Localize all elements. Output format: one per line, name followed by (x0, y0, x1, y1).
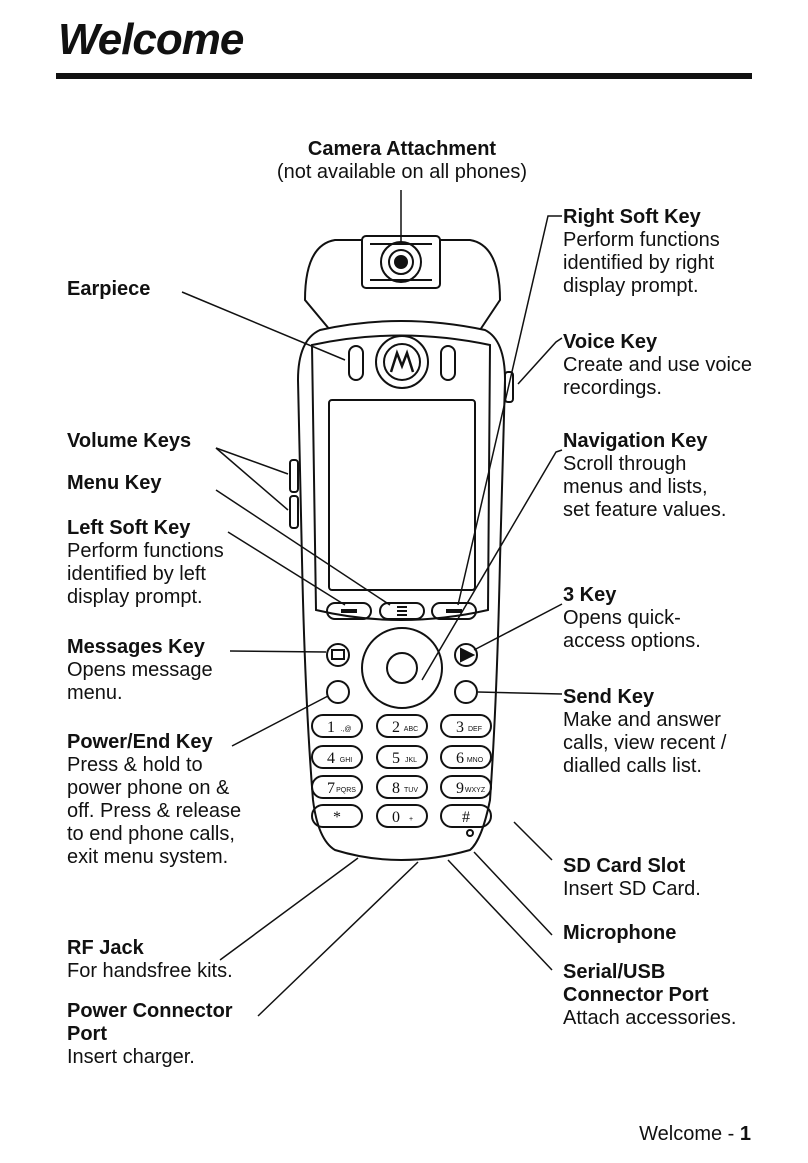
keypad-key-label-4: 5 (392, 750, 400, 767)
callout-volume-keys: Volume Keys (67, 430, 227, 453)
power-end-key-heading: Power/End Key (67, 731, 213, 753)
callout-camera-attachment: Camera Attachment (not available on all … (240, 138, 564, 184)
sd-card-slot-heading: SD Card Slot (563, 855, 686, 877)
send-key-desc: Make and answer calls, view recent / dia… (563, 709, 727, 777)
right-soft-key-heading: Right Soft Key (563, 206, 701, 228)
voice-key-heading: Voice Key (563, 331, 658, 353)
keypad-key-letters-5: MNO (467, 757, 484, 764)
callout-microphone: Microphone (563, 922, 733, 945)
keypad-key-label-5: 6 (456, 750, 464, 767)
keypad-key-8 (440, 775, 492, 799)
sd-card-slot-desc: Insert SD Card. (563, 878, 701, 900)
keypad-key-letters-0: .,@ (341, 726, 352, 733)
volume-keys-heading: Volume Keys (67, 430, 192, 452)
keypad-key-3 (311, 745, 363, 769)
callout-3-key: 3 Key Opens quick-access options. (563, 584, 743, 653)
page-footer: Welcome - 1 (639, 1123, 751, 1146)
callout-messages-key: Messages Key Opens message menu. (67, 636, 217, 705)
callout-navigation-key: Navigation Key Scroll through menus and … (563, 430, 738, 522)
keypad-key-label-3: 4 (327, 750, 335, 767)
keypad-key-1 (376, 714, 428, 738)
keypad-key-letters-8: WXYZ (465, 787, 486, 794)
earpiece-heading: Earpiece (67, 278, 151, 300)
keypad-key-letters-7: TUV (404, 787, 418, 794)
power-end-key-desc: Press & hold to power phone on & off. Pr… (67, 754, 242, 868)
leader-lines (181, 190, 563, 1017)
callout-serial-usb-port: Serial/USB Connector Port Attach accesso… (563, 961, 743, 1030)
callout-right-soft-key: Right Soft Key Perform functions identif… (563, 206, 723, 298)
3-key-heading: 3 Key (563, 584, 617, 606)
keypad-key-label-7: 8 (392, 780, 400, 797)
callout-power-end-key: Power/End Key Press & hold to power phon… (67, 731, 257, 869)
keypad-key-6 (311, 775, 363, 799)
right-soft-key-desc: Perform functions identified by right di… (563, 229, 720, 297)
keypad-key-10 (376, 804, 428, 828)
footer-label: Welcome - (639, 1123, 740, 1145)
callout-sd-card-slot: SD Card Slot Insert SD Card. (563, 855, 733, 901)
send-key-heading: Send Key (563, 686, 655, 708)
serial-usb-port-desc: Attach accessories. (563, 1007, 737, 1029)
messages-key-heading: Messages Key (67, 636, 205, 658)
keypad-key-5 (440, 745, 492, 769)
keypad-key-9 (311, 804, 363, 828)
keypad-key-label-6: 7 (327, 780, 335, 797)
keypad-key-letters-6: PQRS (336, 787, 356, 794)
left-soft-key-heading: Left Soft Key (67, 517, 191, 539)
keypad-key-0 (311, 714, 363, 738)
left-soft-key-desc: Perform functions identified by left dis… (67, 540, 224, 608)
keypad-key-label-1: 2 (392, 719, 400, 736)
keypad-key-letters-4: JKL (405, 757, 417, 764)
keypad-key-label-0: 1 (327, 719, 335, 736)
callout-earpiece: Earpiece (67, 278, 217, 301)
keypad-key-letters-10: + (409, 816, 413, 823)
camera-attachment-heading: Camera Attachment (307, 138, 497, 160)
callout-left-soft-key: Left Soft Key Perform functions identifi… (67, 517, 232, 609)
keypad-key-label-8: 9 (456, 780, 464, 797)
title-rule (56, 73, 752, 79)
voice-key-desc: Create and use voice recordings. (563, 354, 753, 399)
keypad-key-letters-2: DEF (468, 726, 482, 733)
keypad-key-2 (440, 714, 492, 738)
keypad-key-4 (376, 745, 428, 769)
microphone-heading: Microphone (563, 922, 677, 944)
page-title: Welcome (58, 15, 244, 64)
callout-send-key: Send Key Make and answer calls, view rec… (563, 686, 733, 778)
messages-key-desc: Opens message menu. (67, 659, 213, 704)
keypad-key-7 (376, 775, 428, 799)
keypad-key-label-11: # (462, 809, 470, 826)
keypad-key-11 (440, 804, 492, 828)
keypad-key-letters-3: GHI (340, 757, 353, 764)
callout-power-connector-port: Power Connector Port Insert charger. (67, 1000, 237, 1069)
serial-usb-port-heading: Serial/USB Connector Port (563, 961, 709, 1006)
keypad-key-letters-1: ABC (404, 726, 418, 733)
power-connector-port-desc: Insert charger. (67, 1046, 195, 1068)
3-key-desc: Opens quick-access options. (563, 607, 701, 652)
power-connector-port-heading: Power Connector Port (67, 1000, 233, 1045)
navigation-key-desc: Scroll through menus and lists, set feat… (563, 453, 727, 521)
camera-attachment-desc: (not available on all phones) (276, 161, 528, 183)
rf-jack-desc: For handsfree kits. (67, 960, 233, 982)
menu-key-heading: Menu Key (67, 472, 162, 494)
rf-jack-heading: RF Jack (67, 937, 144, 959)
callout-voice-key: Voice Key Create and use voice recording… (563, 331, 753, 400)
keypad-key-label-2: 3 (456, 719, 464, 736)
navigation-key-heading: Navigation Key (563, 430, 708, 452)
callout-rf-jack: RF Jack For handsfree kits. (67, 937, 257, 983)
keypad-key-label-10: 0 (392, 809, 400, 826)
keypad-key-label-9: * (333, 809, 341, 826)
callout-menu-key: Menu Key (67, 472, 227, 495)
page-number: 1 (739, 1123, 751, 1145)
